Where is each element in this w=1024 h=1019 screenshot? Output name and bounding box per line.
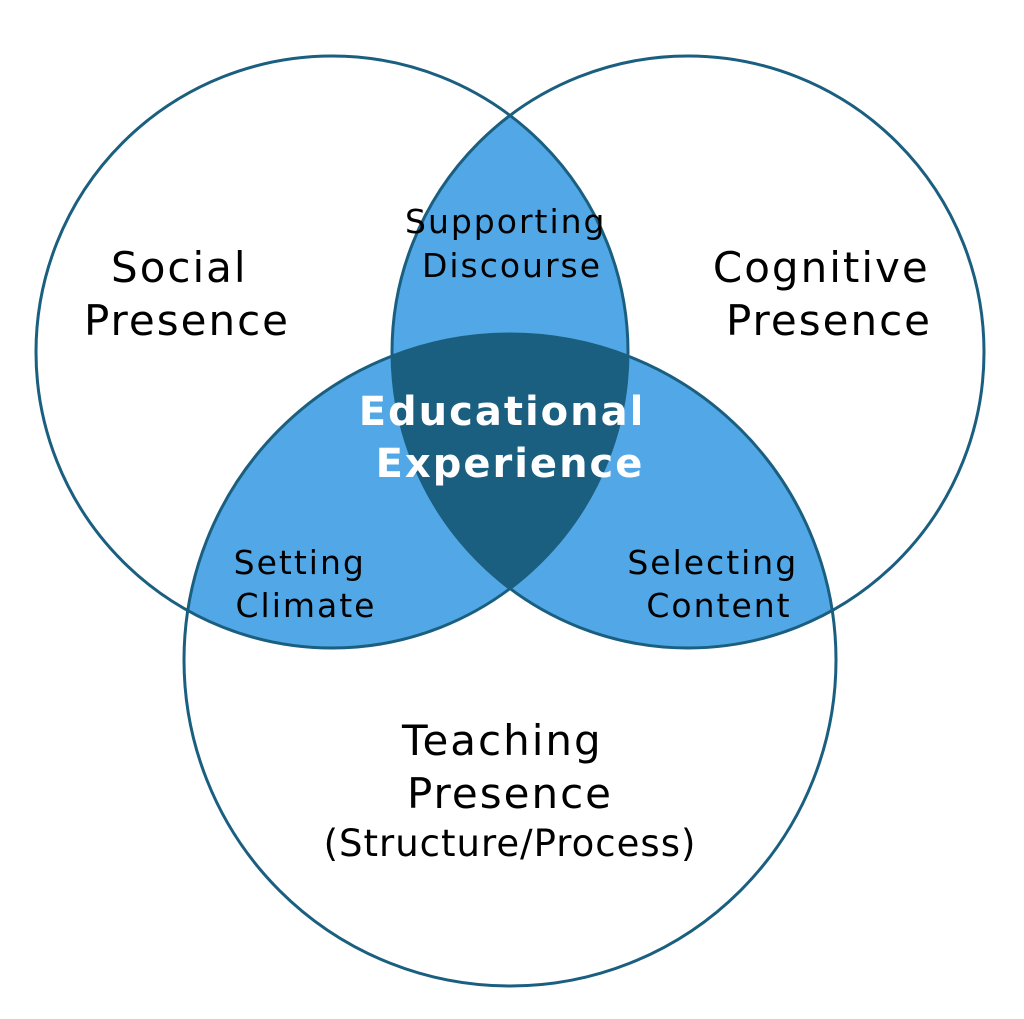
supporting-discourse-label: Supporting Discourse: [405, 202, 619, 285]
circle-teaching-presence: [182, 332, 838, 988]
educational-experience-label-line1: Educational: [359, 389, 646, 435]
circle-social-presence: [34, 54, 630, 650]
cognitive-presence-label: Cognitive Presence: [713, 243, 945, 345]
social-presence-label-line1: Social: [111, 243, 248, 292]
circle-cognitive-presence: [390, 54, 986, 650]
setting-climate-label-line1: Setting: [234, 543, 366, 582]
social-presence-label: Social Presence: [84, 243, 290, 345]
selecting-content-label-line1: Selecting: [627, 543, 798, 582]
social-presence-label-line2: Presence: [84, 296, 290, 345]
selecting-content-label: Selecting Content: [627, 543, 810, 625]
educational-experience-label: Educational Experience: [359, 389, 662, 487]
cognitive-presence-label-line1: Cognitive: [713, 243, 930, 292]
teaching-presence-label-line2: Presence: [407, 769, 613, 818]
setting-climate-label-line2: Climate: [236, 586, 377, 625]
region-cognitive-teaching: [392, 334, 836, 648]
region-social-teaching: [184, 334, 628, 648]
educational-experience-label-line2: Experience: [376, 441, 645, 487]
teaching-presence-label-line1: Teaching: [401, 716, 603, 765]
supporting-discourse-label-line1: Supporting: [405, 202, 606, 241]
selecting-content-label-line2: Content: [646, 586, 791, 625]
setting-climate-label: Setting Climate: [234, 543, 379, 625]
supporting-discourse-label-line2: Discourse: [422, 246, 602, 285]
teaching-presence-label: Teaching Presence: [401, 716, 618, 818]
teaching-presence-label-line3: (Structure/Process): [324, 822, 697, 865]
cognitive-presence-label-line2: Presence: [726, 296, 932, 345]
